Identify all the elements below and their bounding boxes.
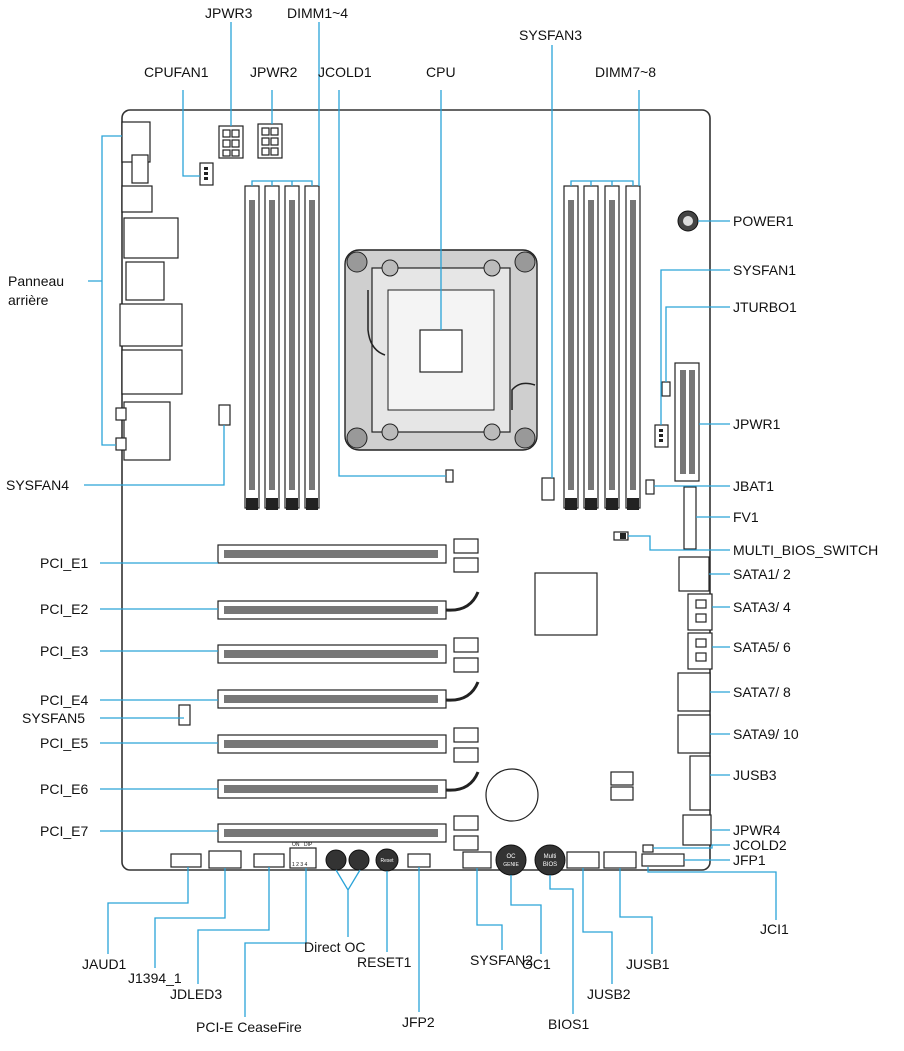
jcold1-jumper [445,469,454,483]
label-jdled3: JDLED3 [170,986,222,1002]
label-sata7-8: SATA7/ 8 [733,684,791,700]
oc-genie-mark-1: OC [507,854,517,860]
label-jfp1: JFP1 [733,852,766,868]
label-panneau-line1: Panneau [8,273,64,289]
label-pcie4: PCI_E4 [40,692,88,708]
jpwr1-atx-connector [674,362,700,482]
label-direct-oc: Direct OC [304,939,365,955]
label-pcie5: PCI_E5 [40,735,88,751]
label-jusb3: JUSB3 [733,767,777,783]
label-sysfan1: SYSFAN1 [733,262,796,278]
sysfan1-header [654,424,669,448]
label-dimm1-4: DIMM1~4 [287,5,348,21]
label-sysfan2: SYSFAN2 [470,952,533,968]
label-jpwr4: JPWR4 [733,822,781,838]
sata-connectors [677,556,713,846]
label-jusb1: JUSB1 [626,956,670,972]
jbat1-jumper [645,479,655,495]
label-bios1: BIOS1 [548,1016,589,1032]
label-pcie3: PCI_E3 [40,643,88,659]
label-sysfan3: SYSFAN3 [519,27,582,43]
dip-dip-mark: DIP [304,842,313,848]
jpwr2-connector [257,123,283,159]
label-jusb2: JUSB2 [587,986,631,1002]
dip-on-mark: ON [292,842,300,848]
label-panneau-line2: arrière [8,292,49,308]
power1-button [677,210,699,232]
label-pcie6: PCI_E6 [40,781,88,797]
reset-mark: Reset [380,858,394,864]
label-jfp2: JFP2 [402,1014,435,1030]
label-jpwr3: JPWR3 [205,5,253,21]
label-sata3-4: SATA3/ 4 [733,599,791,615]
label-j1394-1: J1394_1 [128,970,182,986]
cmos-battery [485,768,539,822]
label-fv1: FV1 [733,509,759,525]
label-jpwr1: JPWR1 [733,416,781,432]
label-sata1-2: SATA1/ 2 [733,566,791,582]
dimm-slots-right [563,185,641,510]
label-sysfan4: SYSFAN4 [6,477,69,493]
label-pcie7: PCI_E7 [40,823,88,839]
debug-led [610,771,634,801]
fv1-header [683,486,697,550]
dip-nums-mark: 1 2 3 4 [292,862,308,868]
sysfan5-header [178,704,191,726]
multi-bios-button [534,844,566,876]
label-sata9-10: SATA9/ 10 [733,726,799,742]
label-pcie1: PCI_E1 [40,555,88,571]
pcie-slots [217,538,480,851]
rear-panel-io [115,121,183,461]
label-multi-bios-switch: MULTI_BIOS_SWITCH [733,542,878,558]
label-cpufan1: CPUFAN1 [144,64,209,80]
label-jbat1: JBAT1 [733,478,774,494]
oc-genie-mark-2: GENIE [503,862,519,868]
cpu-socket [344,249,538,451]
label-cpu: CPU [426,64,456,80]
direct-oc-buttons [325,849,370,871]
sysfan3-header [541,477,555,501]
label-sysfan5: SYSFAN5 [22,710,85,726]
label-dimm7-8: DIMM7~8 [595,64,656,80]
label-pcie2: PCI_E2 [40,601,88,617]
multi-bios-mark-2: BIOS [543,862,557,868]
chipset [534,572,598,636]
board-outline [121,109,711,871]
multi-bios-switch [613,531,629,541]
multi-bios-mark-1: Multi [544,854,557,860]
leader-lines [84,22,777,1017]
label-jaud1: JAUD1 [82,956,127,972]
sysfan4-header [218,404,231,426]
dimm-slots-left [244,185,320,510]
label-jci1: JCI1 [760,921,789,937]
label-jturbo1: JTURBO1 [733,299,797,315]
label-power1: POWER1 [733,213,794,229]
label-jpwr2: JPWR2 [250,64,298,80]
label-pcie-ceasefire: PCI-E CeaseFire [196,1019,302,1035]
jpwr3-connector [218,125,244,159]
label-oc1: OC1 [522,956,551,972]
label-jcold1: JCOLD1 [318,64,372,80]
jturbo1-jumper [661,381,671,397]
label-sata5-6: SATA5/ 6 [733,639,791,655]
label-reset1: RESET1 [357,954,412,970]
cpufan1-header [199,162,214,186]
oc-genie-button [495,844,527,876]
labels: JPWR3 DIMM1~4 CPUFAN1 JPWR2 JCOLD1 CPU S… [6,5,878,1035]
label-jcold2: JCOLD2 [733,837,787,853]
